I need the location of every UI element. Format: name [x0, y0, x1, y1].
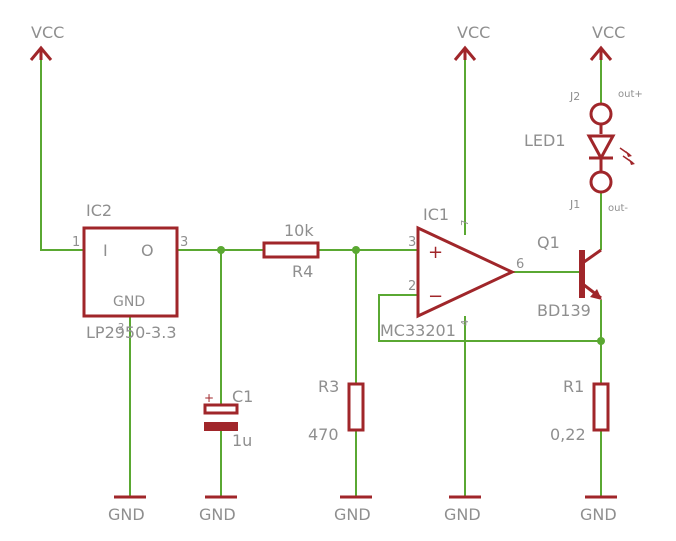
ic2-out-label: O [141, 241, 154, 260]
wire-feedback [378, 294, 601, 342]
q1-name: Q1 [537, 233, 560, 252]
wires [40, 56, 605, 497]
c1-plate-top [203, 403, 239, 415]
ic1-pin6: 6 [516, 257, 524, 272]
vcc-symbol-right: VCC [589, 23, 625, 61]
gnd-symbol-4: GND [444, 495, 481, 524]
c1-plate-bottom [204, 422, 238, 431]
junction-emitter [597, 337, 605, 345]
ic1-pin7: 7 [460, 220, 471, 226]
c1-value: 1u [232, 431, 252, 450]
q1-base-bar [579, 250, 585, 298]
ic1-opamp: IC1 MC33201 + − 3 2 6 7 4 [380, 205, 524, 340]
gnd-symbol-1: GND [108, 495, 146, 524]
q1-collector [583, 248, 602, 264]
ic1-pin4: 4 [460, 320, 471, 326]
r3-body [347, 382, 365, 432]
gnd-label: GND [334, 505, 371, 524]
c1-capacitor: + C1 1u [203, 387, 253, 450]
gnd-label: GND [580, 505, 617, 524]
vcc-symbol-mid: VCC [453, 23, 490, 61]
r4-name: R4 [292, 262, 313, 281]
ic2-gnd-label: GND [113, 294, 145, 310]
ic1-pin2: 2 [408, 279, 416, 294]
gnd-symbol-3: GND [334, 495, 372, 524]
r1-name: R1 [563, 377, 584, 396]
r3-name: R3 [318, 377, 339, 396]
r1-value: 0,22 [550, 425, 586, 444]
vcc-label: VCC [31, 23, 64, 42]
gnd-symbol-5: GND [580, 495, 617, 524]
ic2-in-label: I [103, 241, 108, 260]
ic1-pin3: 3 [408, 235, 416, 250]
wire-vcc-ic2-in [40, 56, 84, 251]
r3-value: 470 [308, 425, 339, 444]
led-triangle [586, 134, 616, 162]
junction-c1 [217, 246, 225, 254]
ic2-gnd-pin: 2 [118, 322, 124, 333]
ic2-regulator: IC2 LP2950-3.3 1 3 I O GND 2 [72, 201, 188, 342]
r4-resistor: 10k R4 [262, 221, 320, 281]
led-name: LED1 [524, 131, 566, 150]
r4-value: 10k [284, 221, 314, 240]
r1-resistor: R1 0,22 [550, 377, 610, 444]
r1-body [592, 382, 610, 432]
j1-out-minus: out- [608, 203, 628, 214]
gnd-label: GND [444, 505, 481, 524]
c1-name: C1 [232, 387, 253, 406]
ic1-name: IC1 [423, 205, 449, 224]
r4-body [262, 241, 320, 259]
junction-r3 [352, 246, 360, 254]
ic2-pin3: 3 [180, 235, 188, 250]
gnd-symbol-2: GND [199, 495, 237, 524]
ic1-triangle [416, 225, 516, 319]
j2-label: J2 [569, 90, 580, 103]
c1-polarity: + [204, 391, 214, 405]
vcc-symbol-left: VCC [29, 23, 64, 61]
gnd-label: GND [108, 505, 145, 524]
ic1-value: MC33201 [380, 321, 456, 340]
q1-value: BD139 [537, 301, 591, 320]
ic2-name: IC2 [86, 201, 112, 220]
ic1-plus: + [428, 242, 443, 263]
led1-assembly: LED1 J2 out+ J1 out- [524, 89, 643, 214]
q1-emitter-arrow [590, 289, 602, 300]
j1-connector [589, 170, 613, 194]
led-arrowheads [626, 151, 635, 165]
j2-out-plus: out+ [618, 89, 643, 100]
vcc-label: VCC [457, 23, 490, 42]
j2-connector [589, 102, 613, 126]
ic1-minus: − [428, 286, 443, 307]
q1-transistor: Q1 BD139 [537, 233, 602, 320]
r3-resistor: R3 470 [308, 377, 365, 444]
gnd-label: GND [199, 505, 236, 524]
ic2-value: LP2950-3.3 [86, 323, 177, 342]
ic2-pin1: 1 [72, 235, 80, 250]
j1-label: J1 [569, 198, 580, 211]
vcc-label: VCC [592, 23, 625, 42]
ic2-body [82, 226, 179, 318]
